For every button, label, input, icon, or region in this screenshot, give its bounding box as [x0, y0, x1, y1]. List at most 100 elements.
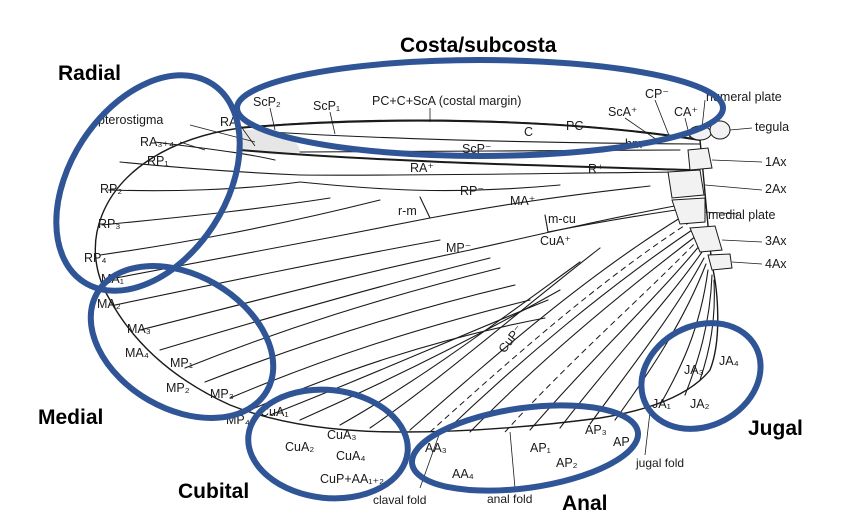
- vein-ma3: [139, 249, 471, 331]
- label-sca-plus: ScA⁺: [608, 105, 638, 119]
- pterostigma-shape: [240, 129, 300, 155]
- label-m-cu: m-cu: [548, 212, 576, 226]
- leader-medial-plate: [704, 211, 739, 215]
- label-mp1: MP₁: [170, 356, 193, 370]
- ring-cubital: [245, 386, 411, 502]
- axillary-3-shape: [689, 225, 723, 253]
- vein-cup: [409, 217, 681, 431]
- label-ma3: MA₃: [127, 322, 151, 336]
- axillary-1-shape: [687, 147, 713, 171]
- leader-ra: [239, 124, 256, 147]
- label-anal-fold: anal fold: [487, 492, 532, 506]
- label-cp-minus: CP⁻: [645, 87, 669, 101]
- vein-mp2: [204, 284, 516, 383]
- leader-2ax: [704, 184, 763, 191]
- ring-radial: [53, 72, 243, 294]
- vein-rp2: [107, 181, 301, 192]
- vein-aa3: [444, 227, 696, 433]
- label-ma4: MA₄: [125, 346, 149, 360]
- label-cup-aa: CuP+AA₁₊₂: [320, 472, 384, 486]
- vein-ja3: [699, 279, 715, 381]
- vein-ma2: [114, 239, 441, 306]
- anal-fold-line: [504, 237, 701, 433]
- label-claval-fold: claval fold: [373, 493, 426, 507]
- label-costal-margin: PC+C+ScA (costal margin): [372, 94, 521, 108]
- leader-ra34: [179, 141, 206, 151]
- label-ja3: JA₃: [684, 363, 704, 377]
- vein-rp-stem: [299, 181, 561, 192]
- label-sc-p2: ScP₂: [253, 95, 281, 109]
- label-1ax: 1Ax: [765, 155, 787, 169]
- label-ja2: JA₂: [690, 397, 710, 411]
- label-ca-plus: CA⁺: [674, 105, 698, 119]
- label-ap1: AP₁: [530, 441, 551, 455]
- label-2ax: 2Ax: [765, 182, 787, 196]
- leader-pterostigma: [189, 124, 256, 143]
- ring-medial: [87, 263, 277, 421]
- ring-jugal: [638, 320, 764, 432]
- label-ra34: RA₃₊₄: [140, 135, 174, 149]
- label-rp4: RP₄: [84, 251, 106, 265]
- vein-r: [299, 171, 681, 176]
- vein-mp3: [229, 299, 531, 399]
- label-ja1: JA₁: [652, 397, 671, 411]
- label-mp3: MP₃: [210, 387, 234, 401]
- label-rp-minus: RP⁻: [460, 184, 484, 198]
- leader-sc-p1: [329, 111, 336, 135]
- leader-tegula: [729, 127, 753, 131]
- vein-aa4: [469, 232, 701, 433]
- label-cua3: CuA₃: [327, 428, 356, 442]
- vein-cua2: [299, 289, 561, 421]
- vein-scp: [299, 149, 681, 153]
- vein-ap3: [589, 257, 705, 425]
- vein-ra34: [154, 141, 276, 161]
- vein-cua3: [339, 261, 581, 426]
- label-rp3: RP₃: [98, 217, 120, 231]
- vein-ra: [239, 149, 691, 171]
- leader-cp: [654, 99, 671, 139]
- label-4ax: 4Ax: [765, 257, 787, 271]
- vein-cua1: [269, 299, 549, 416]
- leader-sca: [624, 117, 661, 143]
- label-mp2: MP₂: [166, 381, 190, 395]
- label-r-m: r-m: [398, 204, 417, 218]
- label-cua4: CuA₄: [336, 449, 365, 463]
- label-ap4: AP₄: [613, 435, 635, 449]
- label-ap2: AP₂: [556, 456, 578, 470]
- label-pc: PC: [566, 119, 583, 133]
- label-aa3: AA₃: [425, 441, 447, 455]
- vein-ma4: [159, 257, 491, 351]
- label-scp-minus: ScP⁻: [462, 142, 492, 156]
- label-cua2: CuA₂: [285, 440, 314, 454]
- leader-4ax: [731, 261, 763, 265]
- leader-3ax: [721, 239, 763, 243]
- region-title-anal: Anal: [562, 492, 608, 515]
- label-mp-minus: MP⁻: [446, 241, 471, 255]
- vein-ja2: [684, 274, 713, 396]
- label-humeral-plate: humeral plate: [706, 90, 782, 104]
- label-rp1: RP₁: [147, 154, 169, 168]
- axillary-2-shape: [667, 169, 705, 199]
- label-medial-plate: medial plate: [708, 208, 775, 222]
- label-c: C: [524, 125, 533, 139]
- leader-anal-fold: [509, 431, 516, 489]
- label-jugal-fold: jugal fold: [635, 456, 684, 470]
- label-ra-plus: RA⁺: [410, 161, 434, 175]
- label-ap3: AP₃: [585, 423, 607, 437]
- region-title-radial: Radial: [58, 62, 121, 85]
- axillary-4-shape: [707, 253, 733, 271]
- region-title-costa: Costa/subcosta: [400, 34, 557, 57]
- label-aa4: AA₄: [452, 467, 474, 481]
- vein-mcu: [544, 214, 549, 233]
- region-title-jugal: Jugal: [748, 417, 803, 440]
- label-cua-plus: CuA⁺: [540, 234, 571, 248]
- leader-humeral-plate: [701, 99, 706, 129]
- vein-rm: [419, 196, 431, 219]
- label-pterostigma: pterostigma: [98, 113, 163, 127]
- region-title-cubital: Cubital: [178, 480, 249, 503]
- label-r-plus: R⁺: [588, 162, 604, 176]
- vein-mp1: [184, 267, 501, 369]
- ring-costa: [234, 57, 726, 159]
- ring-anal: [408, 402, 642, 494]
- label-ma-plus: MA⁺: [510, 194, 535, 208]
